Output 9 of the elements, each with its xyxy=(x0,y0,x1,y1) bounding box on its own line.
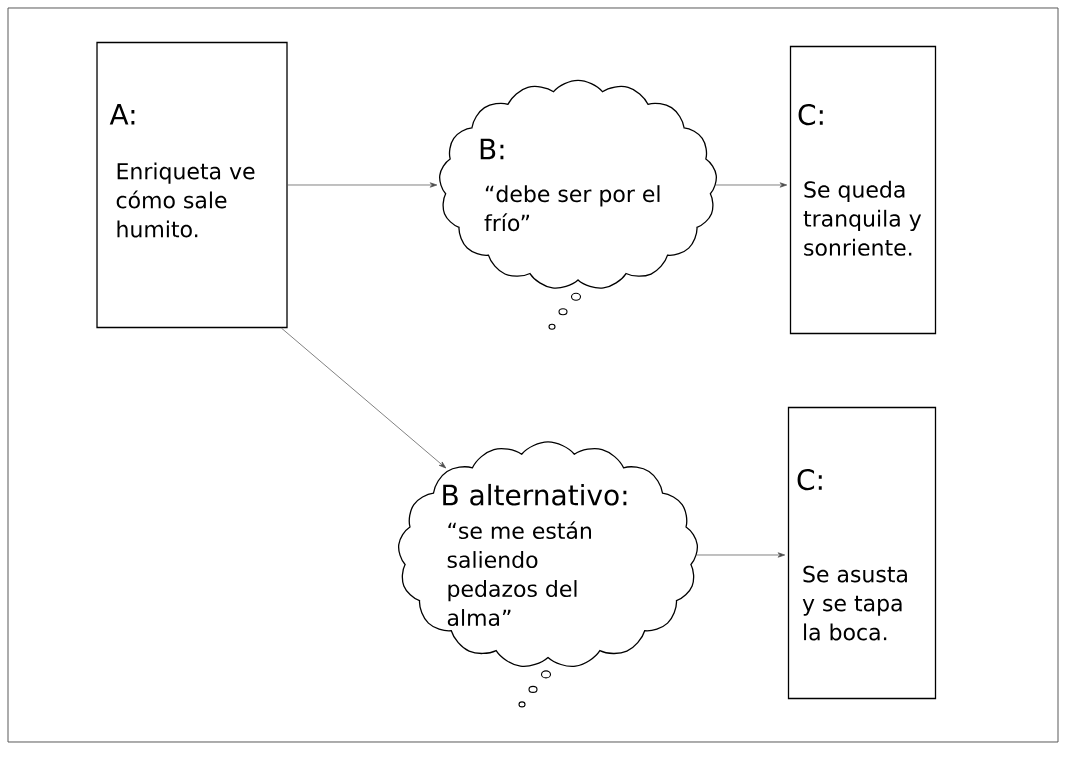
thought-cloud: B alternativo: “se me están saliendo pedazos del alma” xyxy=(398,441,698,708)
arrow xyxy=(715,182,788,188)
text-box: C: Se queda tranquila y sonriente. xyxy=(789,45,937,335)
text-box: C: Se asusta y se tapa la boca. xyxy=(787,406,937,700)
arrow xyxy=(287,182,438,188)
text-box: A: Enriqueta ve cómo sale humito. xyxy=(96,41,288,329)
arrow xyxy=(696,552,786,558)
thought-cloud: B: “debe ser por el frío” xyxy=(439,79,717,330)
arrow xyxy=(281,327,447,469)
